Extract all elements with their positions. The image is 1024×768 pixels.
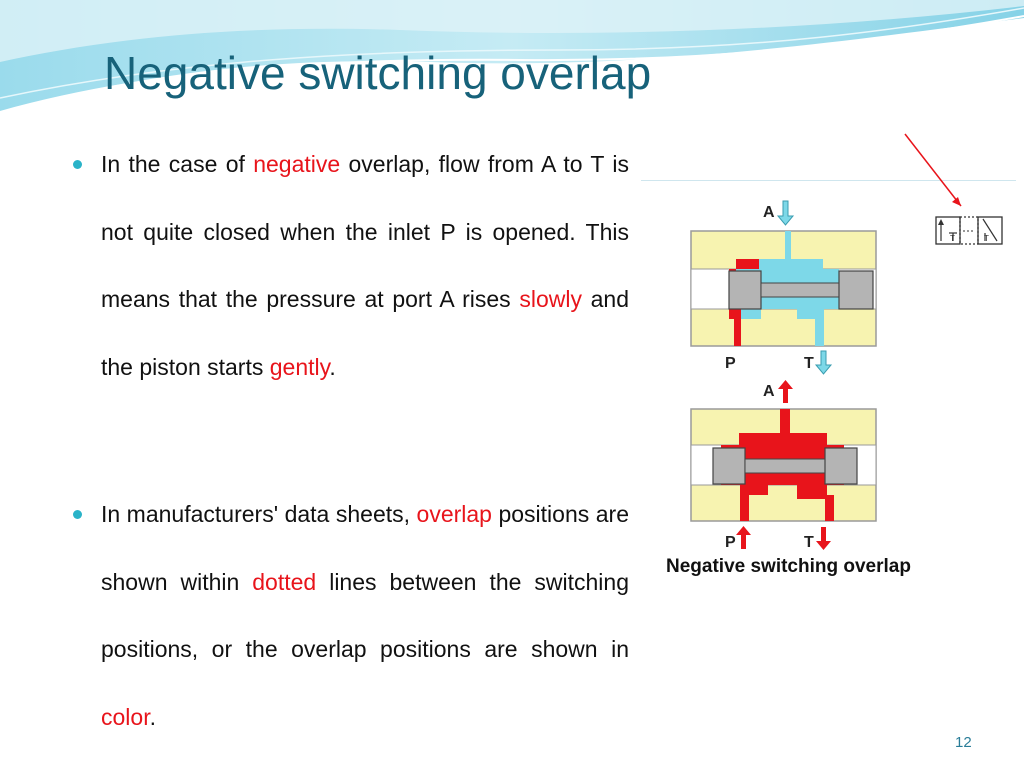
slide-title: Negative switching overlap (104, 47, 652, 99)
bullet-text: In the case of (101, 151, 254, 177)
valve-diagram-figure: A P T A P T (641, 181, 1016, 599)
valve-diagram: A P T A P T (690, 200, 1003, 551)
page-number: 12 (955, 734, 972, 751)
highlight-text: slowly (519, 286, 582, 312)
port-label-a: A (763, 383, 775, 400)
flow-arrow-icon (816, 527, 831, 550)
bullet-dot-icon (73, 510, 82, 519)
port-label-t: T (804, 534, 814, 551)
pressure-channel (729, 259, 759, 346)
highlight-text: dotted (252, 568, 317, 595)
bottom-valve: A P T (690, 380, 877, 551)
bullet-text: overlap, flow from A to T is not quite c… (101, 151, 629, 312)
pointer-arrow-icon (904, 133, 962, 207)
spool-land (824, 447, 858, 485)
bullet-item: In manufacturers' data sheets, overlap p… (73, 481, 629, 751)
bullet-text: . (329, 353, 336, 380)
top-valve: A P T (690, 200, 877, 375)
figure-divider (641, 180, 1016, 181)
bullet-text: lines between the switching positions, o… (101, 568, 629, 663)
highlight-text: color (101, 703, 150, 730)
flow-arrow-icon (736, 526, 751, 549)
highlight-text: gently (269, 353, 330, 380)
bullet-text: . (149, 703, 156, 730)
flow-arrow-icon (776, 200, 795, 226)
highlight-text: overlap (416, 501, 492, 527)
bullet-text: and the piston starts (101, 286, 630, 380)
port-label-p: P (725, 534, 736, 551)
spool-rod (744, 458, 826, 474)
flow-arrow-icon (778, 380, 793, 403)
spool-rod (760, 282, 840, 298)
port-label-a: A (763, 204, 775, 221)
bullet-item: In the case of negative overlap, flow fr… (73, 131, 630, 401)
spool-land (712, 447, 746, 485)
bullet-text: In manufacturers' data sheets, (101, 501, 417, 527)
port-label-p: P (725, 355, 736, 372)
valve-symbol: T T (935, 216, 1003, 245)
symbol-port-label: T (950, 234, 955, 243)
port-label-t: T (804, 355, 814, 372)
figure-caption: Negative switching overlap (666, 556, 911, 577)
symbol-port-label: T (984, 234, 989, 243)
highlight-text: negative (253, 151, 341, 177)
spool-land (728, 270, 762, 310)
flow-arrow-icon (814, 350, 833, 375)
spool-land (838, 270, 874, 310)
bullet-dot-icon (73, 160, 82, 169)
header-wave-decoration (0, 0, 1024, 113)
bullet-text: positions are shown within (101, 501, 629, 595)
